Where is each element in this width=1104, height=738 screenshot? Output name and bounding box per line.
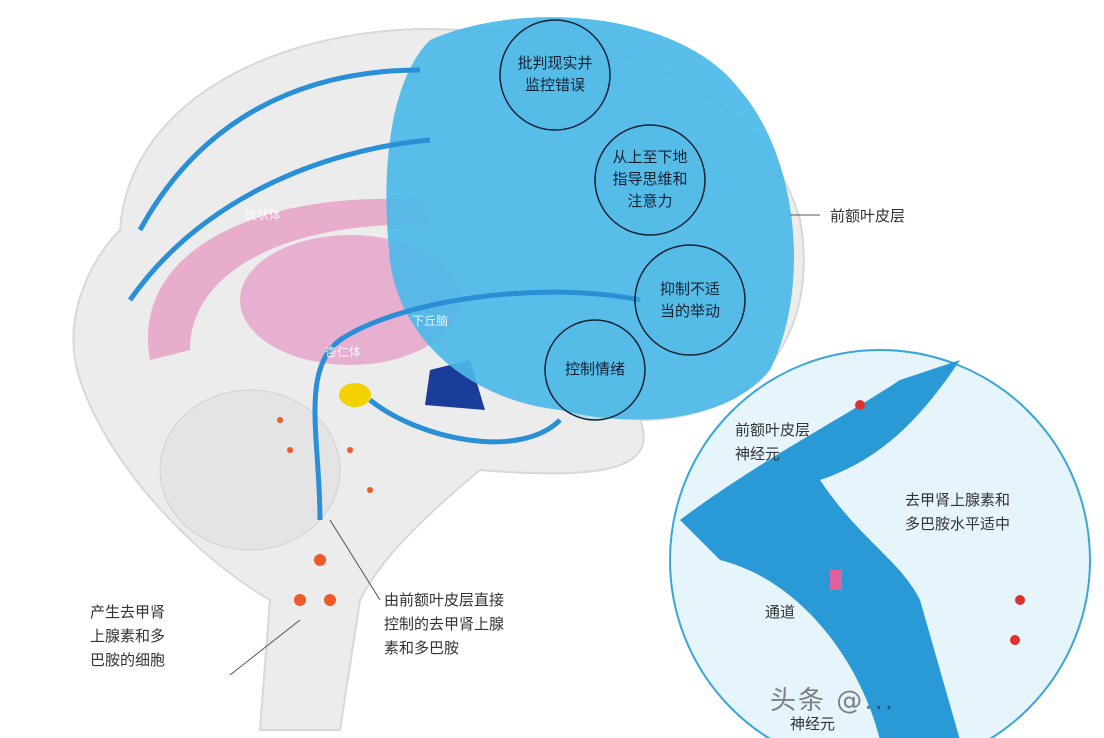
label-producing-cells: 产生去甲肾 上腺素和多 巴胺的细胞 xyxy=(90,603,166,669)
amygdala-shape xyxy=(339,383,371,407)
dopamine-dots xyxy=(277,417,373,606)
label-amygdala: 杏仁体 xyxy=(325,345,362,359)
label-neuron: 神经元 xyxy=(790,715,836,733)
watermark: 头条 @... xyxy=(770,686,896,716)
label-moderate-levels: 去甲肾上腺素和 多巴胺水平适中 xyxy=(905,491,1011,533)
cerebellum xyxy=(159,389,341,551)
function-critique: 批判现实并 监控错误 xyxy=(517,54,593,94)
limbic-arc xyxy=(147,198,430,360)
label-hypothalamus: 下丘脑 xyxy=(412,314,449,328)
neuron-shape xyxy=(680,360,960,738)
function-circles xyxy=(499,19,746,421)
label-pfc-neuron: 前额叶皮层 神经元 xyxy=(735,421,811,463)
prefrontal-cortex-shape xyxy=(386,17,794,420)
label-striatum: 纹状体 xyxy=(245,208,282,222)
label-channel: 通道 xyxy=(765,603,796,621)
function-inhibit: 抑制不适 当的举动 xyxy=(659,280,720,320)
channel-shape xyxy=(830,570,842,590)
label-prefrontal-cortex: 前额叶皮层 xyxy=(830,207,906,225)
function-guide-attention: 从上至下地 指导思维和 注意力 xyxy=(612,148,688,210)
arrows xyxy=(127,67,641,521)
function-emotion: 控制情绪 xyxy=(564,360,625,378)
neuron-inset xyxy=(669,349,1091,738)
label-controlled: 由前额叶皮层直接 控制的去甲肾上腺 素和多巴胺 xyxy=(384,591,505,657)
